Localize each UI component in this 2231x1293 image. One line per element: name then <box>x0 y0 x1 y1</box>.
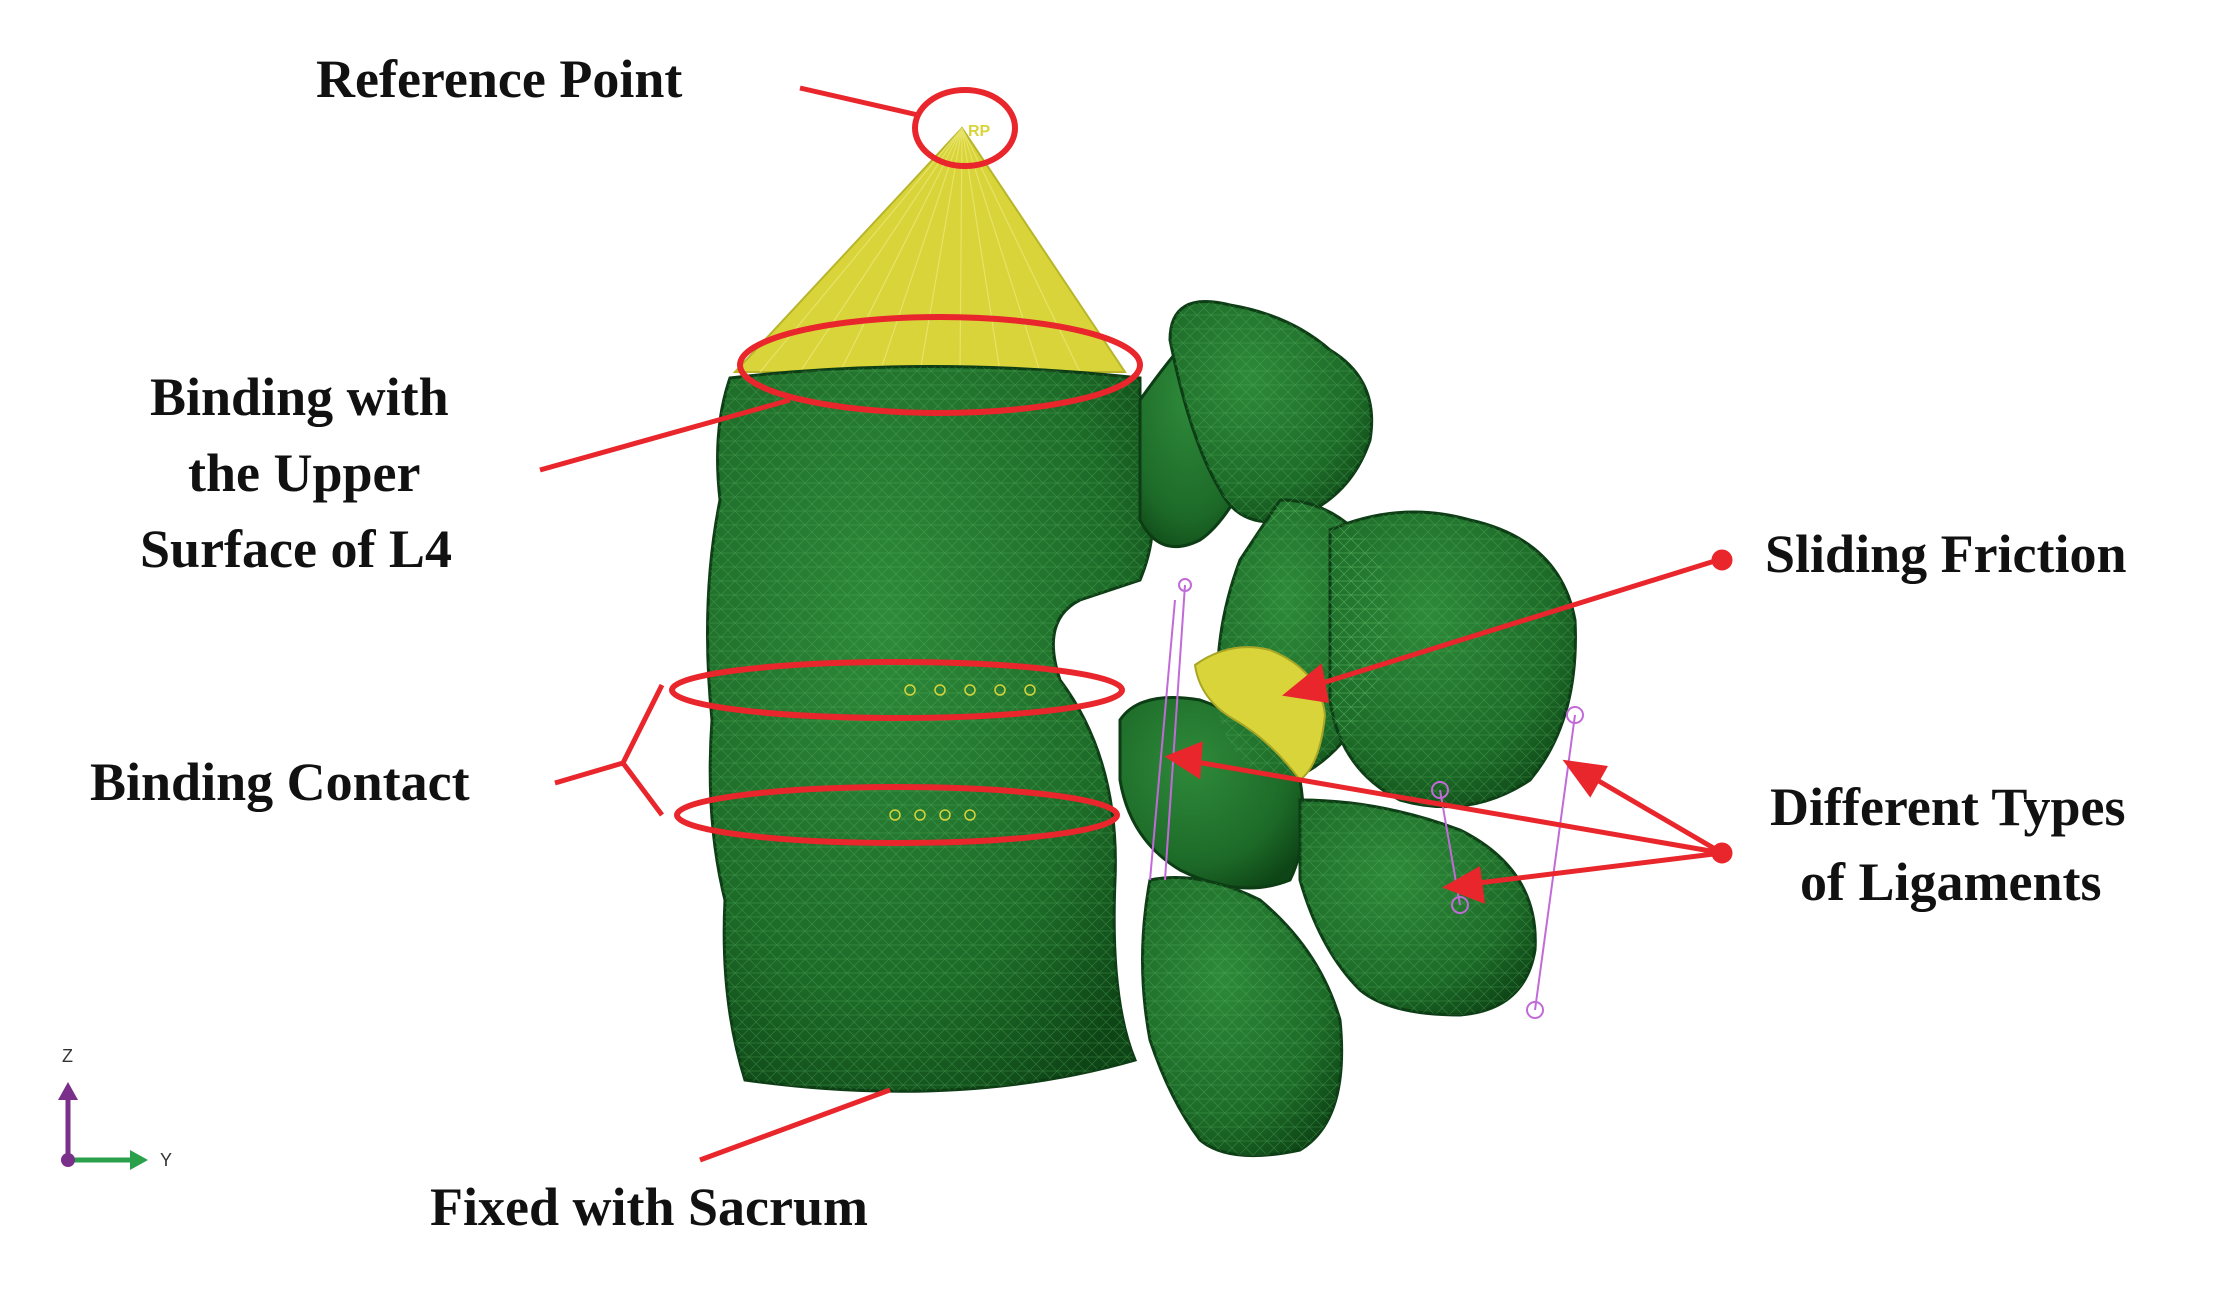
leader-lines <box>539 85 1733 1163</box>
label-binding-upper-3: Surface of L4 <box>140 519 452 579</box>
rp-marker: RP <box>968 123 991 140</box>
annotation-ellipses <box>669 87 1143 846</box>
label-sliding-friction: Sliding Friction <box>1765 524 2127 584</box>
axis-z-label: Z <box>62 1046 73 1066</box>
binding-contact-ring-upper <box>669 659 1125 721</box>
upper-surface-ring <box>737 314 1143 416</box>
contact-markers <box>889 684 1036 821</box>
label-ligaments-2: of Ligaments <box>1800 852 2101 912</box>
coordinate-triad: Z Y <box>58 1046 172 1170</box>
posterior-elements <box>1118 300 1577 1158</box>
label-binding-upper-2: the Upper <box>188 443 420 503</box>
vertebral-body <box>706 365 1154 1093</box>
label-ligaments-1: Different Types <box>1770 777 2125 837</box>
label-binding-contact: Binding Contact <box>90 752 470 812</box>
axis-y-label: Y <box>160 1150 172 1170</box>
coupling-cone <box>732 126 1127 373</box>
label-fixed-sacrum: Fixed with Sacrum <box>430 1177 868 1237</box>
facet-joint <box>1193 646 1327 782</box>
reference-point-ring <box>912 87 1018 169</box>
label-binding-upper-1: Binding with <box>150 367 449 427</box>
labels: Reference Point Binding with the Upper S… <box>90 49 2127 1237</box>
binding-contact-ring-lower <box>674 784 1120 846</box>
label-reference-point: Reference Point <box>316 49 682 109</box>
